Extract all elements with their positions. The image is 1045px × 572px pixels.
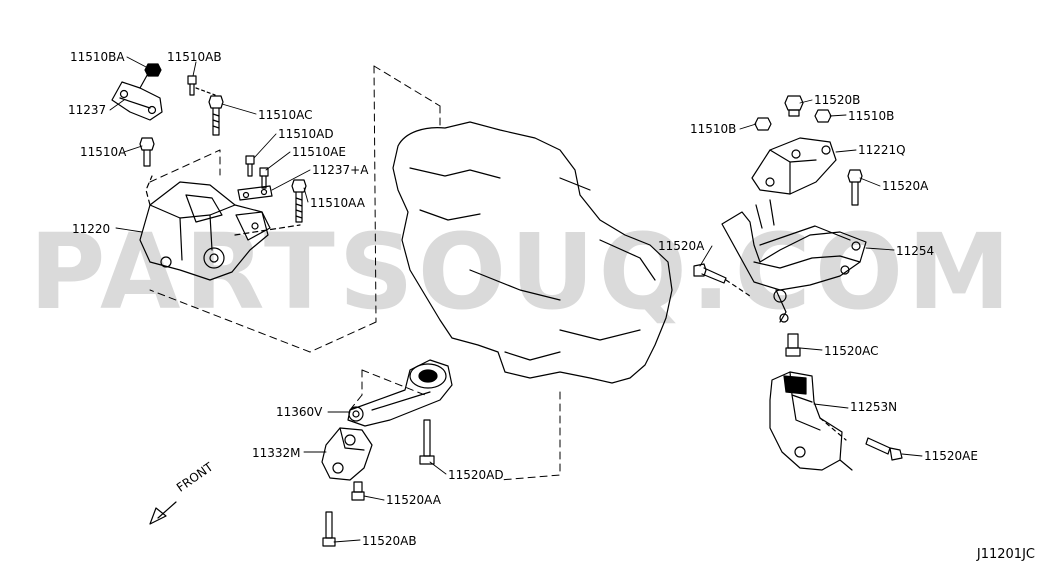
bracket-11254 [721, 199, 867, 323]
bolt-11520AC [785, 333, 801, 357]
label-11237A: 11237+A [312, 163, 369, 177]
label-11520A-left: 11520A [658, 239, 705, 253]
label-11520AD: 11520AD [448, 468, 504, 482]
diagram-code: J11201JC [976, 547, 1035, 562]
bolt-11510AD [245, 155, 255, 177]
bolt-11510A-left [139, 137, 155, 167]
leader-lines [109, 56, 923, 543]
label-11510A-left: 11510A [80, 145, 127, 159]
bolt-11520A-right [847, 169, 863, 206]
engine-frame [149, 65, 561, 481]
label-11253N: 11253N [850, 400, 898, 414]
label-11510AC: 11510AC [258, 108, 313, 122]
nut-11510B-left [754, 117, 772, 131]
label-11221Q: 11221Q [858, 143, 906, 157]
label-11237: 11237 [68, 103, 107, 117]
label-11510BA: 11510BA [70, 50, 125, 64]
label-11510AA: 11510AA [310, 196, 365, 210]
bolt-11510AE [259, 167, 269, 189]
bracket-11237 [111, 69, 163, 121]
label-11360V: 11360V [276, 405, 323, 419]
bolt-11510AA [291, 179, 307, 223]
bracket-11237A [237, 185, 273, 201]
label-11510B-right: 11510B [848, 109, 895, 123]
label-11332M: 11332M [252, 446, 301, 460]
label-11254: 11254 [896, 244, 935, 258]
bolt-11510AB [187, 75, 216, 96]
bracket-11332M [321, 427, 373, 481]
front-arrow-icon [149, 501, 177, 525]
label-11510AD: 11510AD [278, 127, 334, 141]
label-11520AE: 11520AE [924, 449, 978, 463]
label-11520A-right: 11520A [882, 179, 929, 193]
label-11520AC: 11520AC [824, 344, 879, 358]
label-11220: 11220 [72, 222, 111, 236]
nut-11520B [784, 95, 804, 117]
mount-11253N [769, 371, 853, 471]
bolt-11520AE [865, 437, 903, 461]
watermark: PARTSOUQ.COM [29, 211, 1015, 333]
engine-block [392, 121, 673, 384]
label-11510B-left: 11510B [690, 122, 737, 136]
label-11520AA: 11520AA [386, 493, 441, 507]
nut-11510B-right [814, 109, 832, 123]
bolt-11520AD [419, 419, 435, 465]
label-11520B: 11520B [814, 93, 861, 107]
bolt-11510AC [208, 95, 224, 136]
label-11520AB: 11520AB [362, 534, 417, 548]
mount-11220 [139, 175, 301, 281]
bolt-11520AA [351, 481, 365, 501]
label-11510AE: 11510AE [292, 145, 346, 159]
bracket-11221Q [751, 137, 837, 195]
label-11510AB: 11510AB [167, 50, 222, 64]
bolt-11520AB [322, 511, 336, 547]
bolt-11520A-left [693, 263, 751, 297]
nut-11510BA [144, 63, 162, 77]
torque-rod-11360V [347, 359, 453, 427]
